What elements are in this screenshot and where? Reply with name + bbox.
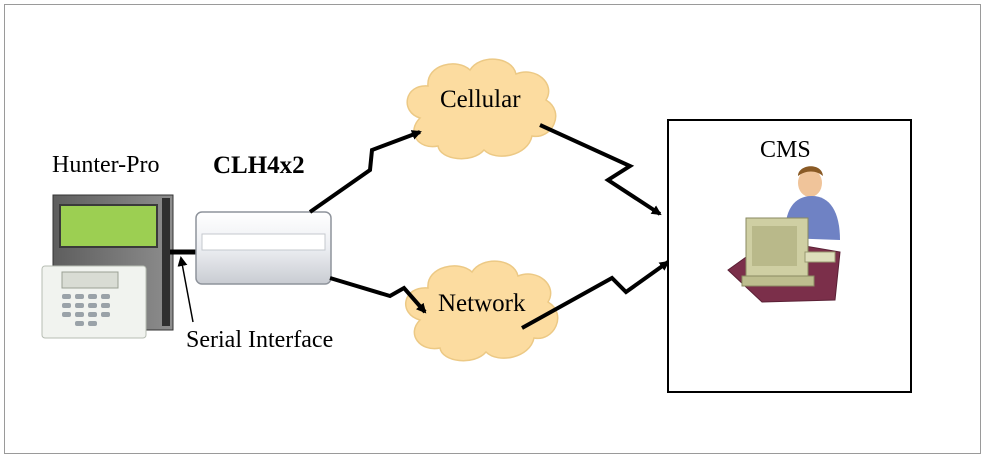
link-cellular-to-cms [539,123,662,216]
link-network-to-cms [521,260,670,330]
clh-label: CLH4x2 [213,152,305,179]
network-label: Network [438,290,526,317]
cms-label: CMS [760,137,811,163]
cloud-icon-network [404,260,559,362]
clh-device-icon [195,211,332,285]
link-clh-to-network [329,276,427,314]
serial-pointer-arrow [177,256,194,323]
hunter-pro-label: Hunter-Pro [52,152,160,178]
operator-computer-icon [727,166,841,303]
serial-interface-label: Serial Interface [186,327,334,353]
cellular-label: Cellular [440,86,521,113]
diagram-frame [4,4,981,454]
cloud-icon-cellular [406,58,557,160]
link-clh-to-cellular [308,130,422,214]
panel-keypad-icon [41,194,174,339]
